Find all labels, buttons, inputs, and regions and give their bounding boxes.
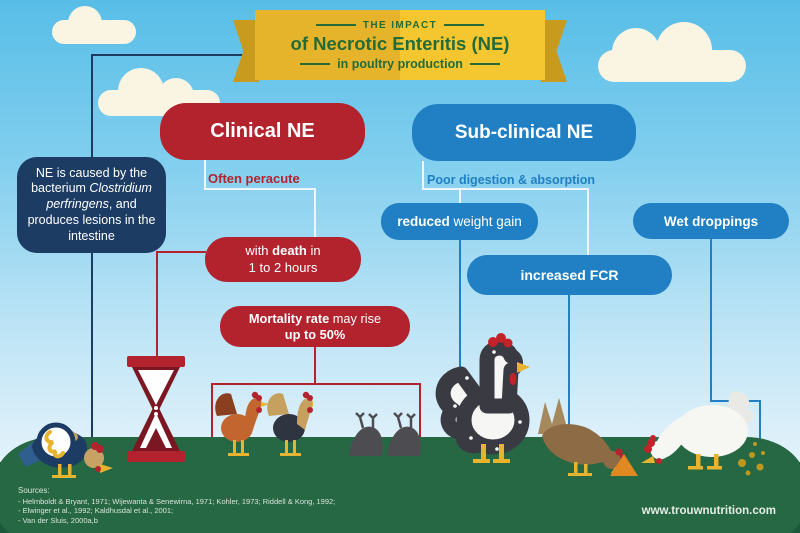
hourglass-icon <box>127 356 185 462</box>
connector-branch-fcr <box>587 188 589 256</box>
connector-clinical-death-v <box>314 188 316 239</box>
reduced-weight-box: reduced weight gain <box>381 203 538 240</box>
banner-subtitle: in poultry production <box>300 57 500 71</box>
source-line: - Van der Sluis, 2000a,b <box>18 515 98 525</box>
roosters-icon <box>215 391 313 456</box>
connector-clinical-death-h <box>204 188 316 190</box>
source-line: - Elwinger et al., 1992; Kaldhusdal et a… <box>18 506 174 516</box>
connector-droppings-v1 <box>710 239 712 402</box>
bacteria-magnifier-icon <box>18 422 113 478</box>
connector-mortality-v <box>314 345 316 385</box>
weight-outline-chicken-icon <box>435 333 530 463</box>
subclinical-note: Poor digestion & absorption <box>427 173 596 187</box>
connector-subclinical-branch-h <box>422 188 589 190</box>
connector-mortality-left <box>211 383 213 443</box>
title-banner: THE IMPACT of Necrotic Enteritis (NE) in… <box>255 10 545 80</box>
sources-title: Sources: <box>18 486 50 495</box>
connector-droppings-v2 <box>759 400 761 446</box>
wet-droppings-box: Wet droppings <box>633 203 789 239</box>
source-line: - Helmboldt & Bryant, 1971; Wijewanta & … <box>18 497 336 506</box>
connector-subclinical-note <box>422 161 424 190</box>
subclinical-ne-box: Sub-clinical NE <box>412 104 636 161</box>
clinical-ne-box: Clinical NE <box>160 103 365 160</box>
connector-mortality-right <box>419 383 421 443</box>
clinical-note: Often peracute <box>208 171 300 186</box>
connector-banner-cause <box>91 54 245 56</box>
connector-mortality-bracket <box>211 383 421 385</box>
feeding-hen-icon <box>538 398 638 476</box>
connector-death-hourglass-h <box>156 251 206 253</box>
connector-branch-reduced <box>459 188 461 205</box>
increased-fcr-box: increased FCR <box>467 255 672 295</box>
connector-reduced-chicken <box>459 239 461 369</box>
death-box: with death in 1 to 2 hours <box>205 237 361 282</box>
banner-title: of Necrotic Enteritis (NE) <box>290 32 510 54</box>
sources-block: Sources: - Helmboldt & Bryant, 1971; Wij… <box>18 486 335 525</box>
connector-fcr-hen <box>568 294 570 434</box>
website-link[interactable]: www.trouwnutrition.com <box>641 505 776 517</box>
connector-clinical-note <box>204 160 206 190</box>
connector-death-hourglass-v <box>156 251 158 361</box>
dead-birds-icon <box>349 412 421 456</box>
cause-box: NE is caused by the bacterium Clostridiu… <box>17 157 166 253</box>
droppings-hen-icon <box>641 391 765 476</box>
banner-kicker: THE IMPACT <box>315 20 485 31</box>
mortality-box: Mortality rate may rise up to 50% <box>220 306 410 347</box>
